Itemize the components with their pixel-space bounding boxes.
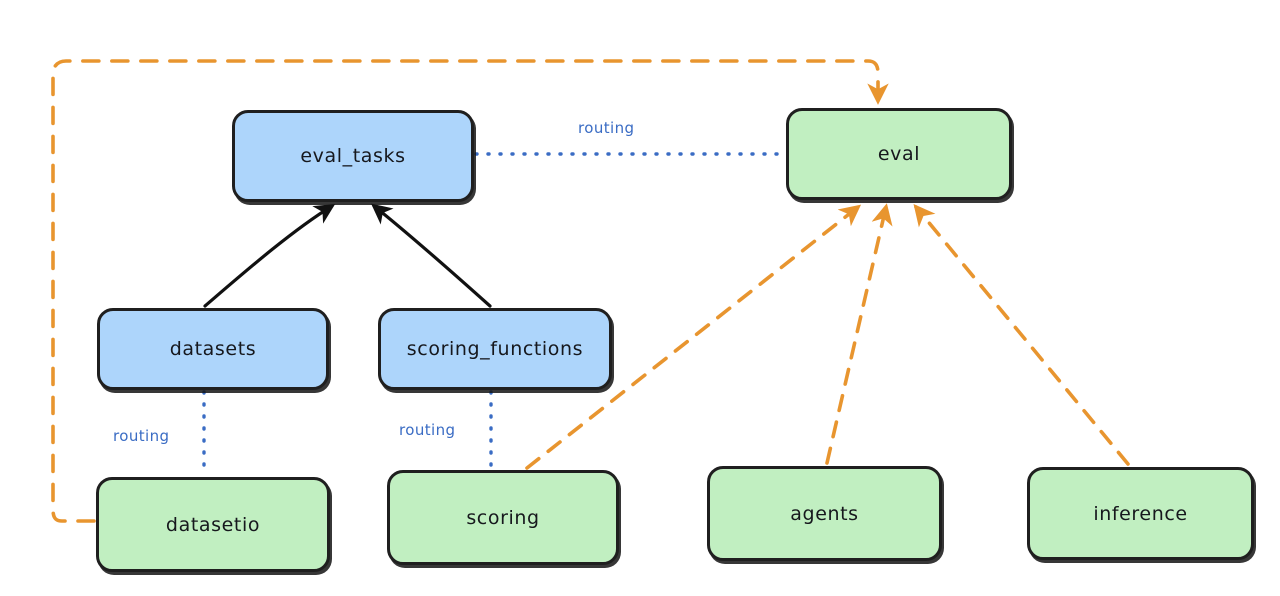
edge-label-routing-eval: routing [578, 119, 635, 137]
node-label: scoring [466, 506, 540, 529]
node-label: agents [790, 502, 859, 525]
node-label: eval_tasks [300, 145, 406, 167]
node-eval-tasks[interactable]: eval_tasks [232, 110, 474, 202]
node-label: datasetio [165, 513, 261, 536]
node-label: scoring_functions [406, 338, 584, 360]
edge-label-routing-datasetio: routing [113, 427, 170, 445]
node-label: eval [877, 143, 921, 165]
edge-scoring-functions-to-eval-tasks [371, 203, 492, 308]
edge-inference-to-eval [913, 203, 1130, 466]
edge-label-routing-scoring: routing [399, 421, 456, 439]
node-datasetio[interactable]: datasetio [96, 477, 330, 572]
node-inference[interactable]: inference [1027, 467, 1254, 560]
node-scoring[interactable]: scoring [387, 470, 619, 565]
node-eval[interactable]: eval [786, 108, 1012, 200]
node-datasets[interactable]: datasets [97, 308, 329, 390]
edge-datasets-to-eval-tasks [203, 204, 336, 308]
edge-agents-to-eval [825, 203, 893, 465]
node-scoring-functions[interactable]: scoring_functions [378, 308, 612, 390]
node-label: datasets [169, 338, 257, 360]
node-agents[interactable]: agents [707, 466, 942, 561]
node-label: inference [1093, 502, 1188, 525]
